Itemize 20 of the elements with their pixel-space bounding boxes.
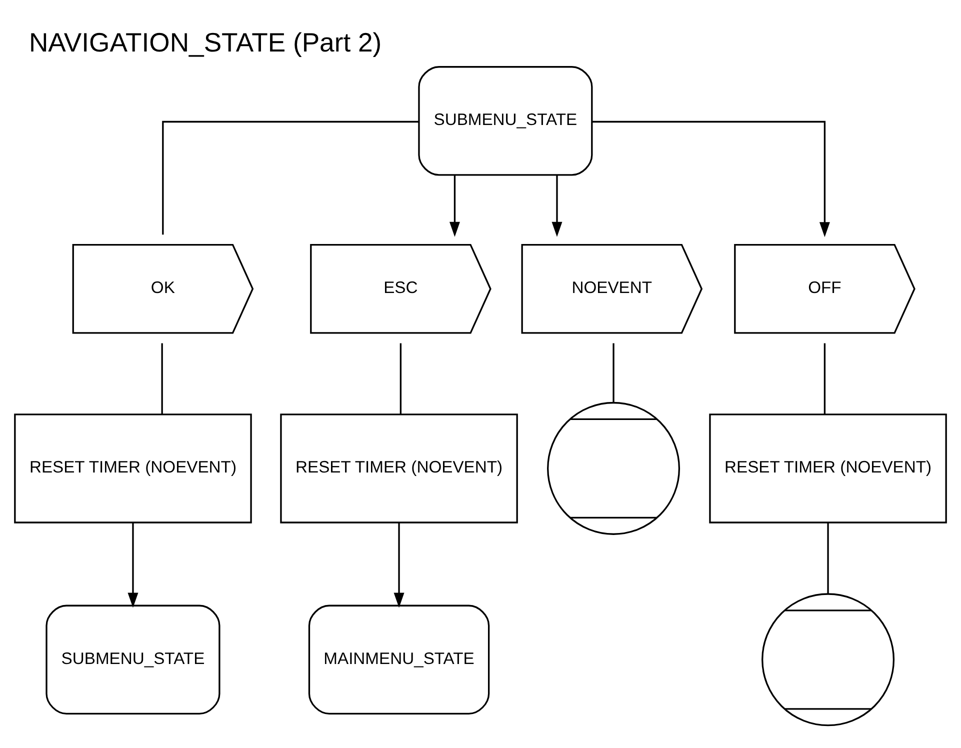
connector xyxy=(612,342,614,402)
arrow xyxy=(592,120,830,237)
node-box: SUBMENU_STATE xyxy=(418,66,593,176)
node-box: RESET TIMER (NOEVENT) xyxy=(709,413,947,523)
arrow xyxy=(128,522,138,608)
node-circle xyxy=(762,592,895,726)
connector xyxy=(824,342,826,414)
connector xyxy=(162,120,419,234)
connector xyxy=(400,342,402,414)
node-box: RESET TIMER (NOEVENT) xyxy=(14,413,252,523)
arrow xyxy=(449,174,460,236)
node-box: SUBMENU_STATE xyxy=(46,604,220,714)
arrow xyxy=(552,174,562,236)
node-box: MAINMENU_STATE xyxy=(308,604,490,714)
diagram-title: NAVIGATION_STATE (Part 2) xyxy=(28,27,382,58)
connector xyxy=(161,342,163,414)
node-circle xyxy=(547,401,680,534)
node-box: RESET TIMER (NOEVENT) xyxy=(280,413,518,523)
arrow xyxy=(394,522,404,608)
connector xyxy=(827,522,829,594)
